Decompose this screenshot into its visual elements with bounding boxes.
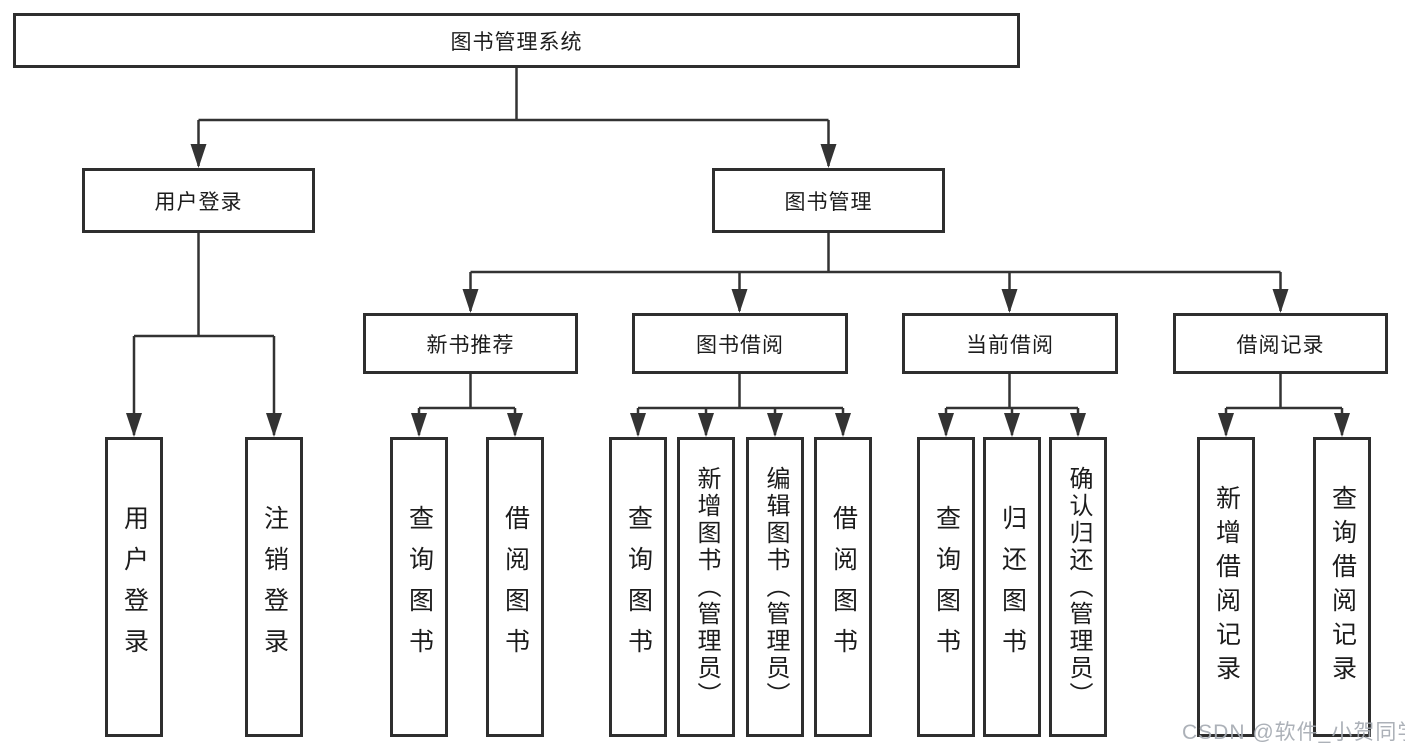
node-label: 归还图书 [998, 505, 1027, 669]
node-user-login: 用户登录 [82, 168, 315, 233]
node-label: 查询图书 [932, 505, 961, 669]
leaf-add-borrow-record: 新增借阅记录 [1197, 437, 1255, 737]
leaf-confirm-return-admin: 确认归还（管理员） [1049, 437, 1107, 737]
leaf-query-books-recommend: 查询图书 [390, 437, 448, 737]
node-label: 新书推荐 [426, 333, 515, 357]
node-label: 查询图书 [405, 505, 434, 669]
node-label: 借阅记录 [1236, 333, 1325, 357]
node-label: 新增借阅记录 [1212, 485, 1241, 689]
node-label: 用户登录 [120, 505, 149, 669]
arrowhead-icons [126, 144, 1350, 437]
leaf-query-borrow-record: 查询借阅记录 [1313, 437, 1371, 737]
node-label: 注销登录 [260, 505, 289, 669]
node-book-borrow: 图书借阅 [632, 313, 848, 374]
node-label: 确认归还（管理员） [1065, 465, 1092, 709]
node-label: 借阅图书 [501, 505, 530, 669]
leaf-edit-book-admin: 编辑图书（管理员） [746, 437, 804, 737]
leaf-return-books: 归还图书 [983, 437, 1041, 737]
node-label: 查询图书 [624, 505, 653, 669]
node-borrow-records: 借阅记录 [1173, 313, 1388, 374]
leaf-borrow-books: 借阅图书 [814, 437, 872, 737]
node-library-management-system: 图书管理系统 [13, 13, 1020, 68]
node-label: 用户登录 [154, 190, 243, 214]
leaf-query-books-borrow: 查询图书 [609, 437, 667, 737]
leaf-user-login: 用户登录 [105, 437, 163, 737]
node-label: 当前借阅 [966, 333, 1054, 357]
node-current-borrow: 当前借阅 [902, 313, 1118, 374]
leaf-borrow-books-recommend: 借阅图书 [486, 437, 544, 737]
node-label: 查询借阅记录 [1328, 485, 1357, 689]
leaf-add-book-admin: 新增图书（管理员） [677, 437, 735, 737]
node-label: 新增图书（管理员） [693, 465, 720, 709]
node-label: 借阅图书 [829, 505, 858, 669]
node-new-book-recommend: 新书推荐 [363, 313, 578, 374]
leaf-logout: 注销登录 [245, 437, 303, 737]
watermark-text: CSDN @软件_小贺同学 [1182, 721, 1405, 744]
node-label: 编辑图书（管理员） [762, 465, 789, 709]
node-label: 图书借阅 [696, 333, 784, 357]
node-book-management: 图书管理 [712, 168, 945, 233]
node-label: 图书管理 [784, 190, 873, 214]
node-label: 图书管理系统 [450, 30, 583, 54]
leaf-query-books-current: 查询图书 [917, 437, 975, 737]
